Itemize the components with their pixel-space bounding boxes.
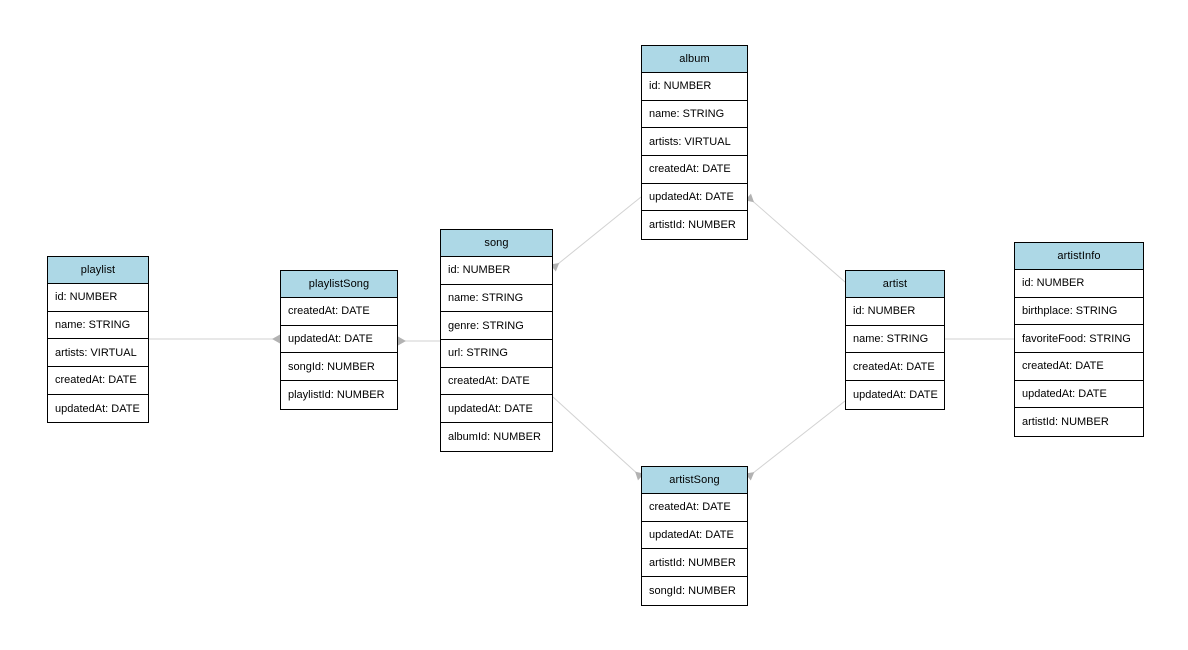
- field-row-song: name: STRING: [441, 285, 552, 313]
- field-row-song: createdAt: DATE: [441, 368, 552, 396]
- field-row-artistSong: songId: NUMBER: [649, 584, 736, 597]
- table-title: artistSong: [642, 467, 747, 494]
- field-row-artistSong: updatedAt: DATE: [642, 522, 747, 550]
- field-row-album: artistId: NUMBER: [649, 219, 736, 232]
- field-row-artistInfo: artistId: NUMBER: [1022, 416, 1109, 429]
- arrowhead-into-playlistSong: [272, 334, 280, 344]
- field-row-playlist: artists: VIRTUAL: [48, 339, 148, 368]
- field-row-playlistSong: createdAt: DATE: [281, 298, 397, 326]
- field-row-album: updatedAt: DATE: [642, 184, 747, 212]
- field-row-artistSong: createdAt: DATE: [642, 494, 747, 522]
- edge-artist-album: [745, 193, 846, 283]
- edge-playlist-playlistSong: [149, 334, 280, 344]
- field-row-album: artists: VIRTUAL: [642, 128, 747, 157]
- field-row-artistSong: artistId: NUMBER: [642, 549, 747, 578]
- field-row-playlist: id: NUMBER: [48, 284, 148, 312]
- field-row-album: createdAt: DATE: [642, 156, 747, 184]
- edge-artist-artistSong: [745, 400, 846, 481]
- edge-song-artistSong: [552, 396, 645, 481]
- field-row-playlist: createdAt: DATE: [48, 367, 148, 395]
- field-row-playlist: name: STRING: [48, 312, 148, 340]
- field-row-artistInfo: birthplace: STRING: [1015, 298, 1143, 326]
- field-row-playlist: updatedAt: DATE: [55, 402, 140, 415]
- field-row-song: url: STRING: [441, 340, 552, 368]
- table-title: album: [642, 46, 747, 73]
- field-row-artist: id: NUMBER: [846, 298, 944, 326]
- field-row-playlistSong: playlistId: NUMBER: [288, 388, 385, 401]
- field-row-artistInfo: updatedAt: DATE: [1015, 381, 1143, 409]
- field-row-album: name: STRING: [642, 101, 747, 129]
- field-row-artistInfo: createdAt: DATE: [1015, 353, 1143, 381]
- field-row-artist: updatedAt: DATE: [853, 388, 938, 401]
- field-row-artist: name: STRING: [846, 326, 944, 354]
- table-title: playlist: [48, 257, 148, 284]
- arrowhead-into-playlistSong: [398, 336, 406, 346]
- field-row-artistInfo: id: NUMBER: [1015, 270, 1143, 298]
- edge-song-playlistSong: [398, 336, 440, 346]
- field-row-playlistSong: updatedAt: DATE: [281, 326, 397, 354]
- field-row-song: genre: STRING: [441, 312, 552, 341]
- field-row-artistInfo: favoriteFood: STRING: [1015, 325, 1143, 354]
- edge-album-song: [550, 196, 642, 272]
- field-row-song: albumId: NUMBER: [448, 430, 541, 443]
- field-row-artist: createdAt: DATE: [846, 353, 944, 382]
- table-title: song: [441, 230, 552, 257]
- field-row-song: updatedAt: DATE: [441, 395, 552, 424]
- table-title: artist: [846, 271, 944, 298]
- table-title: artistInfo: [1015, 243, 1143, 270]
- field-row-album: id: NUMBER: [642, 73, 747, 101]
- field-row-song: id: NUMBER: [441, 257, 552, 285]
- field-row-playlistSong: songId: NUMBER: [281, 353, 397, 382]
- table-title: playlistSong: [281, 271, 397, 298]
